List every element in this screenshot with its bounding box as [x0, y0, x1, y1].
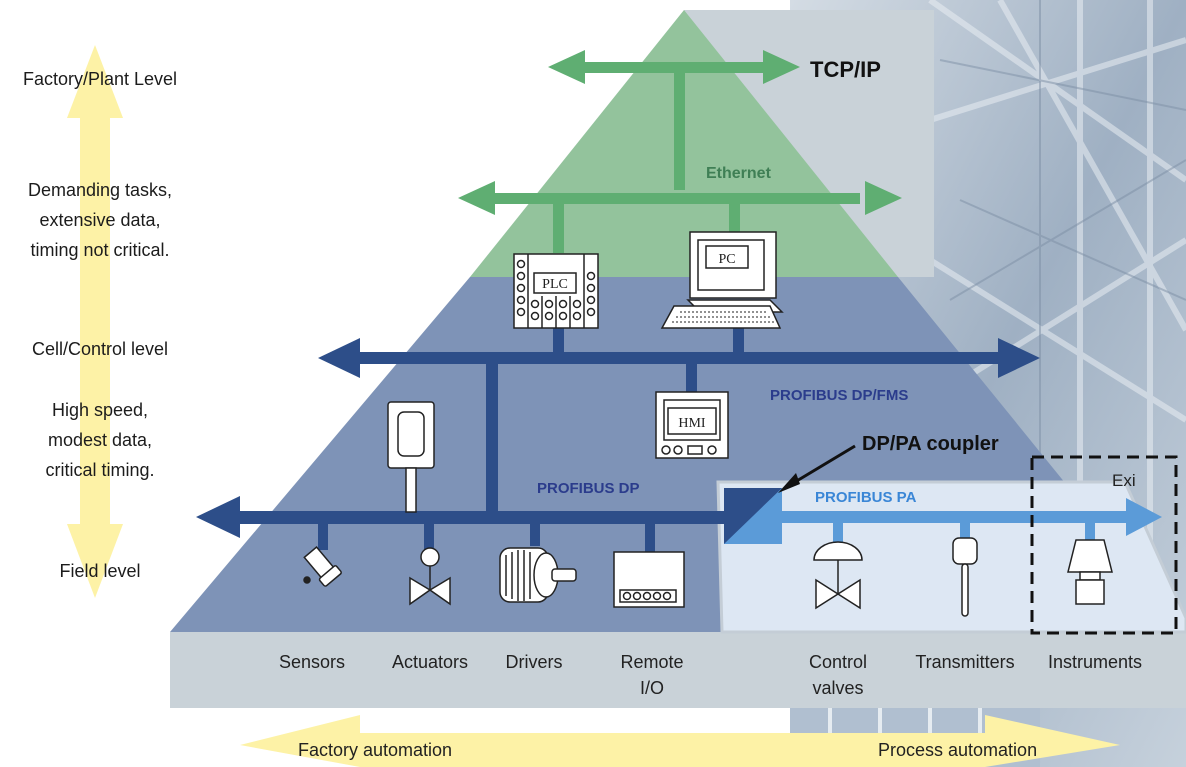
exi-zone: [1030, 455, 1178, 635]
cell-level-description: High speed, modest data, critical timing…: [0, 395, 200, 485]
remote-io-line: Remote: [620, 652, 684, 672]
remote-io-line: I/O: [639, 678, 664, 698]
dp-pa-coupler: [724, 488, 782, 544]
factory-desc-line: Demanding tasks,: [27, 180, 173, 200]
factory-desc-line: timing not critical.: [30, 240, 170, 260]
level-arrow: [67, 45, 123, 598]
instrument-icon: [1067, 539, 1113, 605]
display-panel-icon: [387, 401, 435, 513]
field-level-label: Field level: [59, 561, 141, 581]
transmitters-label: Transmitters: [915, 652, 1015, 672]
remote-io-label: Remote I/O: [602, 649, 702, 701]
tcpip-label: TCP/IP: [810, 57, 881, 82]
driver-icon: [499, 547, 577, 603]
pc-label: PC: [718, 252, 735, 267]
factory-automation-label: Factory automation: [298, 740, 453, 760]
ethernet-bus: [458, 181, 902, 253]
factory-level-description: Demanding tasks, extensive data, timing …: [0, 175, 200, 265]
cell-desc-line: critical timing.: [45, 460, 155, 480]
actuator-icon: [409, 547, 451, 606]
profibus-dp-fms-label: PROFIBUS DP/FMS: [770, 387, 908, 404]
profibus-dp-label: PROFIBUS DP: [537, 480, 640, 497]
cell-desc-line: High speed,: [51, 400, 149, 420]
factory-desc-line: extensive data,: [39, 210, 161, 230]
cell-desc-line: modest data,: [47, 430, 153, 450]
automation-arrow: [240, 715, 1120, 767]
remote-io-icon: [613, 551, 685, 608]
pa-bus: [782, 498, 1162, 542]
coupler-pointer-head: [778, 473, 800, 493]
ethernet-label: Ethernet: [706, 165, 772, 182]
cell-level-label: Cell/Control level: [31, 339, 169, 359]
exi-label: Exi: [1112, 471, 1136, 490]
tcpip-bus: [548, 50, 800, 190]
control-valves-label: Control valves: [788, 649, 888, 701]
dp-bus: [196, 496, 728, 552]
pc-icon: [660, 231, 784, 329]
dp-fms-bus: [318, 325, 1040, 515]
hmi-icon: [655, 391, 729, 459]
dp-pa-coupler-label: DP/PA coupler: [862, 433, 999, 455]
factory-level-label: Factory/Plant Level: [22, 69, 178, 89]
plc-icon: [513, 253, 599, 329]
transmitter-icon: [952, 537, 978, 617]
sensors-label: Sensors: [278, 652, 346, 672]
sensor-icon: [303, 546, 342, 587]
base-panel: [170, 632, 1186, 708]
actuators-label: Actuators: [391, 652, 469, 672]
instruments-label: Instruments: [1047, 652, 1143, 672]
profibus-pa-label: PROFIBUS PA: [815, 489, 917, 506]
control-valves-line: valves: [812, 678, 864, 698]
control-valve-icon: [813, 541, 863, 610]
drivers-label: Drivers: [505, 652, 563, 672]
hmi-label: HMI: [678, 416, 706, 431]
pa-area: [716, 480, 1186, 634]
plc-label: PLC: [542, 277, 568, 292]
process-automation-label: Process automation: [878, 740, 1038, 760]
control-valves-line: Control: [808, 652, 868, 672]
